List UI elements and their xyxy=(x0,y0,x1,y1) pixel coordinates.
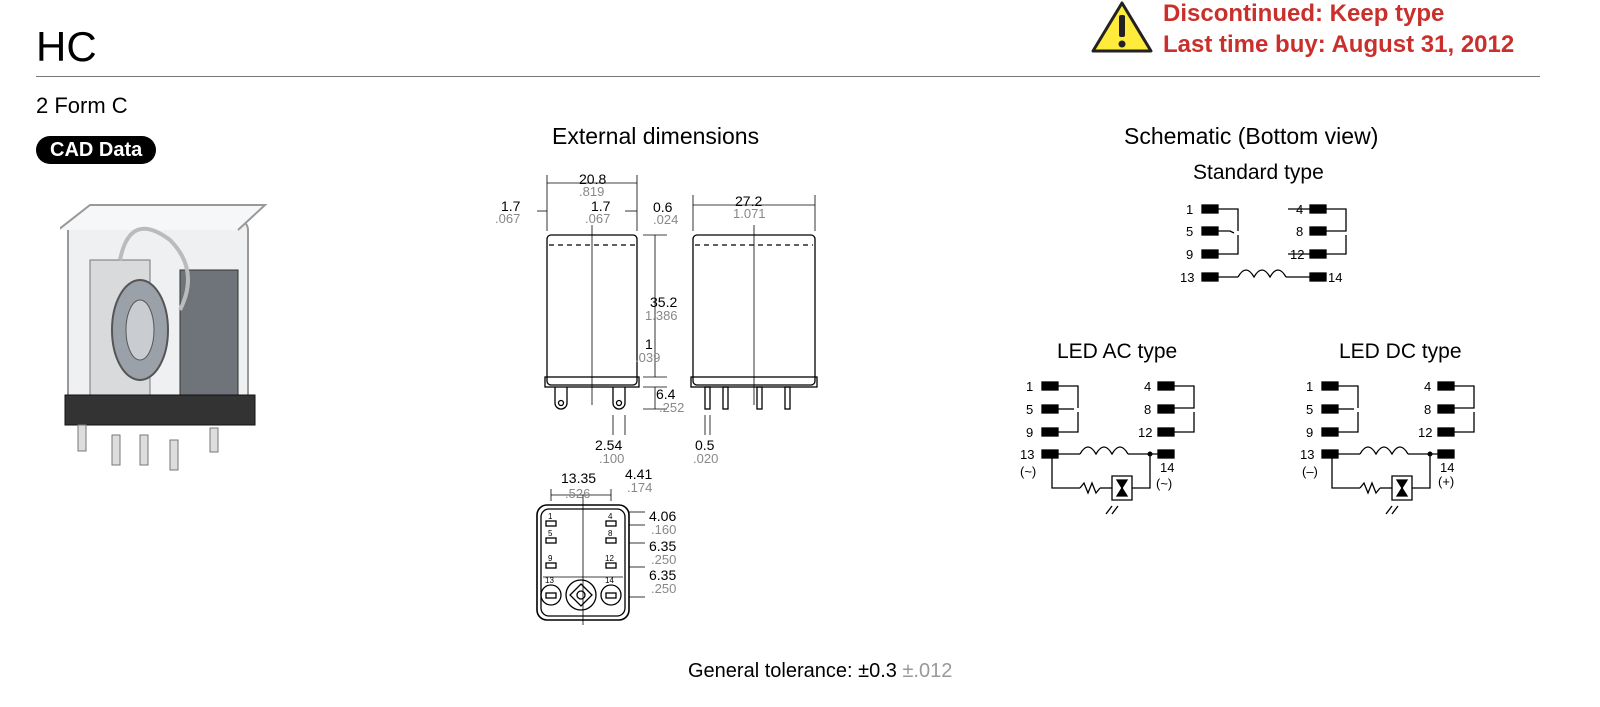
ac-pin-9: 9 xyxy=(1026,425,1033,440)
contact-form-label: 2 Form C xyxy=(36,93,128,118)
schematic-heading: Schematic (Bottom view) xyxy=(1124,123,1379,149)
dc-pin-13: 13 xyxy=(1300,447,1314,462)
dc-pin-9: 9 xyxy=(1306,425,1313,440)
dim-left-in: .067 xyxy=(495,211,520,226)
dim-width-mm: 20.8 xyxy=(579,171,606,187)
ac-pin-4: 4 xyxy=(1144,380,1151,394)
dim-depth-in: 1.071 xyxy=(733,206,766,221)
dim-row2-in: .250 xyxy=(651,552,676,567)
bottom-pin-label: 12 xyxy=(605,554,614,563)
dim-pin-thickness-in: .020 xyxy=(693,451,718,466)
led-ac-type-heading: LED AC type xyxy=(1057,340,1178,363)
bottom-pin-label: 4 xyxy=(608,512,613,521)
dim-pitch-in: .100 xyxy=(599,451,624,466)
bottom-pin-label: 8 xyxy=(608,529,613,538)
tolerance-inch: ±.012 xyxy=(902,660,953,682)
dc-pin-14: 14 xyxy=(1440,460,1454,475)
ac-pin-12: 12 xyxy=(1138,425,1152,440)
ac-pin-1: 1 xyxy=(1026,380,1033,394)
ac-pin-8: 8 xyxy=(1144,402,1151,417)
dim-row1-mm: 4.06 xyxy=(649,508,676,524)
dim-mid-mm: 1.7 xyxy=(591,198,611,214)
discontinued-notice: Discontinued: Keep type xyxy=(1163,0,1445,27)
bottom-pin-label: 5 xyxy=(548,529,553,538)
std-pin-8: 8 xyxy=(1296,224,1303,239)
dim-row1-in: .160 xyxy=(651,522,676,537)
dim-height-in: 1.386 xyxy=(645,308,678,323)
ac-right-polarity: (~) xyxy=(1156,476,1172,491)
standard-type-heading: Standard type xyxy=(1193,161,1324,184)
dim-width-in: .819 xyxy=(579,184,604,199)
dim-pin-in: .252 xyxy=(659,400,684,415)
dim-gap-in: .039 xyxy=(635,350,660,365)
std-pin-5: 5 xyxy=(1186,224,1193,239)
ac-pin-14: 14 xyxy=(1160,460,1174,475)
dim-bottom-offset-in: .174 xyxy=(627,480,652,495)
dim-pin-thickness-mm: 0.5 xyxy=(695,437,715,453)
dim-bottom-width-in: .526 xyxy=(565,486,590,501)
dim-left-mm: 1.7 xyxy=(501,198,521,214)
dc-pin-5: 5 xyxy=(1306,402,1313,417)
dim-top-in: .024 xyxy=(653,212,678,227)
dim-gap-mm: 1 xyxy=(645,336,653,352)
dim-pin-mm: 6.4 xyxy=(656,386,676,402)
dc-left-polarity: (–) xyxy=(1302,464,1318,479)
relay-product-image xyxy=(60,204,268,471)
dim-bottom-width-mm: 13.35 xyxy=(561,470,596,486)
dc-right-polarity: (+) xyxy=(1438,474,1454,489)
dc-pin-1: 1 xyxy=(1306,380,1313,394)
bottom-pin-label: 9 xyxy=(548,554,553,563)
dc-pin-12: 12 xyxy=(1418,425,1432,440)
led-dc-type-heading: LED DC type xyxy=(1339,340,1462,363)
ac-left-polarity: (~) xyxy=(1020,464,1036,479)
dim-height-mm: 35.2 xyxy=(650,294,677,310)
external-dimensions-drawing: 20.8 .819 1.7 .067 1.7 .067 0.6 .024 27.… xyxy=(495,171,818,625)
last-time-buy-notice: Last time buy: August 31, 2012 xyxy=(1163,31,1515,58)
header-divider xyxy=(36,76,1540,77)
general-tolerance: General tolerance: ±0.3 ±.012 xyxy=(688,660,952,683)
std-pin-12: 12 xyxy=(1290,247,1304,262)
bottom-pin-label: 1 xyxy=(548,512,553,521)
dim-top-mm: 0.6 xyxy=(653,199,673,215)
std-pin-4: 4 xyxy=(1296,202,1303,217)
warning-triangle-icon xyxy=(1091,1,1153,53)
page-title: HC xyxy=(36,23,97,70)
dim-mid-in: .067 xyxy=(585,211,610,226)
dim-row3-mm: 6.35 xyxy=(649,567,676,583)
bottom-pin-label: 13 xyxy=(545,576,554,585)
dim-depth-mm: 27.2 xyxy=(735,193,762,209)
led-ac-schematic: 1 5 9 13 4 8 12 14 (~) (~) xyxy=(1020,380,1195,515)
std-pin-13: 13 xyxy=(1180,270,1194,285)
tolerance-mm: General tolerance: ±0.3 xyxy=(688,660,897,682)
ac-pin-5: 5 xyxy=(1026,402,1033,417)
cad-data-button[interactable]: CAD Data xyxy=(36,136,157,164)
dim-row2-mm: 6.35 xyxy=(649,538,676,554)
external-dimensions-heading: External dimensions xyxy=(552,123,760,149)
dc-pin-8: 8 xyxy=(1424,402,1431,417)
bottom-pin-label: 14 xyxy=(605,576,614,585)
dim-row3-in: .250 xyxy=(651,581,676,596)
standard-type-schematic: 1 5 9 13 4 8 12 14 xyxy=(1180,202,1347,285)
ac-pin-13: 13 xyxy=(1020,447,1034,462)
std-pin-14: 14 xyxy=(1328,270,1342,285)
std-pin-9: 9 xyxy=(1186,247,1193,262)
dc-pin-4: 4 xyxy=(1424,380,1431,394)
dim-pitch-mm: 2.54 xyxy=(595,437,622,453)
std-pin-1: 1 xyxy=(1186,202,1193,217)
dim-bottom-offset-mm: 4.41 xyxy=(625,466,652,482)
led-dc-schematic: 1 5 9 13 4 8 12 14 (–) (+) xyxy=(1300,380,1475,515)
